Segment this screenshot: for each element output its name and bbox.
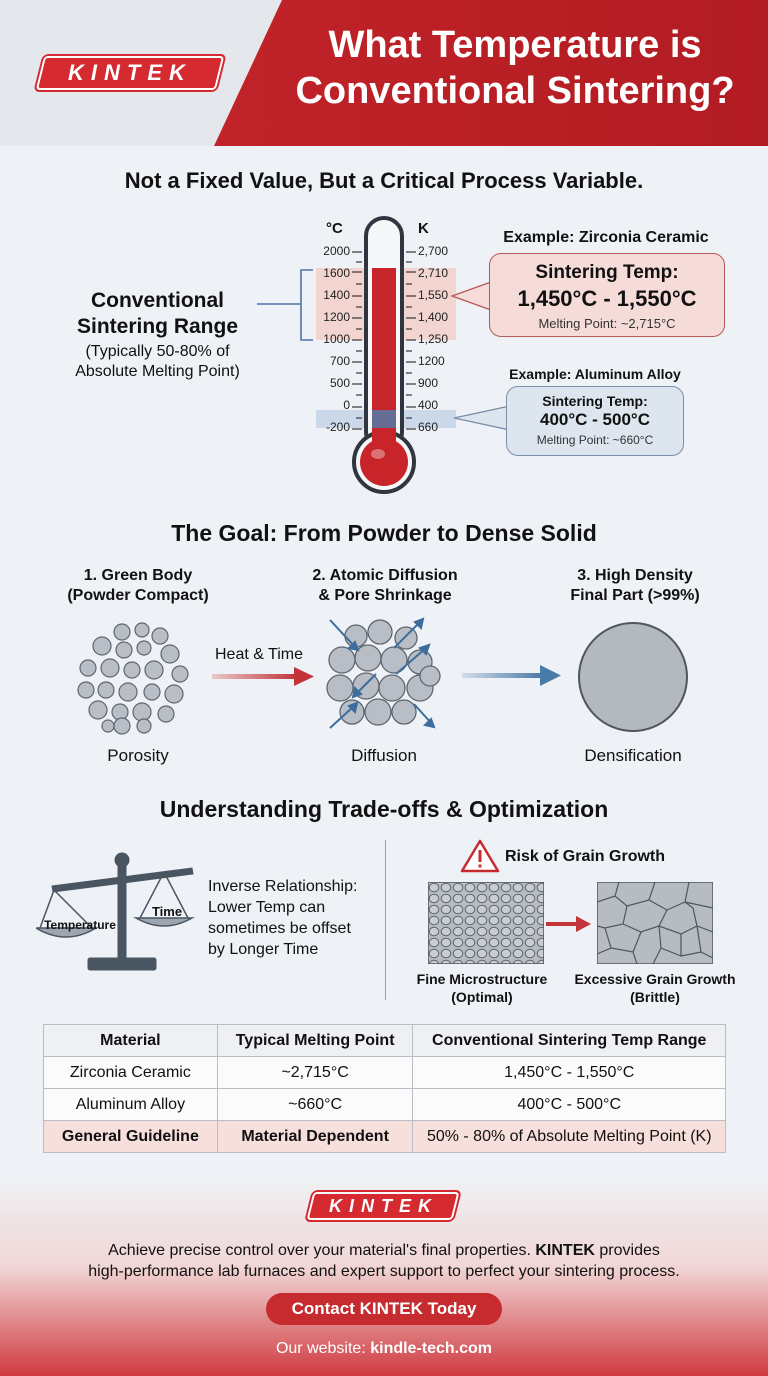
aluminum-temp-label: Sintering Temp: [542, 393, 648, 409]
page-title: What Temperature is Conventional Sinteri… [295, 24, 735, 112]
table-cell: Aluminum Alloy [43, 1088, 218, 1121]
step1-heading: 1. Green Body(Powder Compact) [67, 567, 209, 604]
footer-website: Our website: kindle-tech.com [275, 1340, 493, 1357]
aluminum-melting-point: Melting Point: ~660°C [536, 433, 654, 447]
table-row-guideline: General Guideline Material Dependent 50%… [43, 1120, 726, 1153]
zirconia-callout-pointer [450, 281, 492, 311]
powder-compact-illustration [77, 622, 189, 735]
header-banner: KINTEK What Temperature is Conventional … [0, 0, 768, 146]
sintering-range-note: (Typically 50-80% of Absolute Melting Po… [75, 343, 240, 380]
densify-arrow [462, 665, 561, 686]
table-cell: 1,450°C - 1,550°C [412, 1056, 726, 1089]
table-cell: ~660°C [216, 1088, 414, 1121]
celsius-tick-labels: 2000 1600 1400 1200 1000 700 500 0 -200 [323, 244, 350, 434]
goal-title: The Goal: From Powder to Dense Solid [171, 520, 597, 546]
table-header-row: Material Typical Melting Point Conventio… [43, 1024, 726, 1057]
zirconia-callout: Sintering Temp: 1,450°C - 1,550°C Meltin… [489, 253, 725, 337]
grain-growth-arrow [546, 916, 591, 932]
mercury-column [372, 268, 396, 468]
excessive-grain-label: Excessive Grain Growth(Brittle) [574, 971, 736, 1005]
header-red-panel [214, 0, 768, 146]
balance-scale-icon [36, 852, 195, 971]
footer-description: Achieve precise control over your materi… [88, 1242, 680, 1280]
caption-densification: Densification [584, 746, 682, 765]
section-divider [385, 840, 386, 1000]
zirconia-temp-value: 1,450°C - 1,550°C [517, 286, 697, 311]
dense-part-illustration [578, 622, 688, 732]
fine-microstructure-illustration [428, 882, 544, 964]
footer-kintek-logo: KINTEK [306, 1192, 460, 1220]
thermometer-graphic [316, 216, 456, 494]
fine-microstructure-label: Fine Microstructure(Optimal) [416, 971, 548, 1005]
intro-subtitle: Not a Fixed Value, But a Critical Proces… [124, 168, 644, 193]
inverse-relationship-text: Inverse Relationship: Lower Temp can som… [208, 878, 358, 958]
caption-porosity: Porosity [107, 746, 169, 765]
celsius-tick-marks [352, 251, 362, 430]
table-cell: General Guideline [43, 1120, 218, 1153]
coarse-grain-illustration [597, 882, 713, 964]
scale-time-label: Time [151, 904, 183, 919]
kelvin-unit: K [418, 220, 429, 237]
table-cell: ~2,715°C [216, 1056, 414, 1089]
kelvin-tick-labels: 2,700 2,710 1,550 1,400 1,250 1200 900 4… [418, 244, 449, 434]
table-row: Aluminum Alloy ~660°C 400°C - 500°C [43, 1088, 726, 1121]
zirconia-melting-point: Melting Point: ~2,715°C [538, 316, 676, 331]
range-bracket [257, 269, 313, 341]
kelvin-tick-marks [406, 251, 416, 430]
zirconia-example-heading: Example: Zirconia Ceramic [503, 229, 709, 246]
table-cell: Zirconia Ceramic [43, 1056, 218, 1089]
celsius-unit: °C [326, 220, 343, 237]
heat-arrow [212, 667, 314, 686]
caption-diffusion: Diffusion [351, 746, 417, 765]
heat-time-label: Heat & Time [214, 646, 304, 663]
sintering-range-label: Conventional Sintering Range [76, 289, 239, 338]
table-header-cell: Material [43, 1024, 218, 1057]
aluminum-callout-pointer [453, 405, 511, 431]
mercury-bulb [360, 438, 408, 486]
table-cell: 400°C - 500°C [412, 1088, 726, 1121]
bulb-highlight [371, 449, 385, 459]
website-link[interactable]: kindle-tech.com [370, 1340, 493, 1357]
table-header-cell: Conventional Sintering Temp Range [412, 1024, 726, 1057]
aluminum-callout: Sintering Temp: 400°C - 500°C Melting Po… [506, 386, 684, 456]
kintek-logo: KINTEK [35, 56, 225, 90]
mercury-low-band [372, 410, 396, 428]
aluminum-example-heading: Example: Aluminum Alloy [509, 366, 681, 382]
step2-heading: 2. Atomic Diffusion& Pore Shrinkage [312, 567, 458, 604]
zirconia-temp-label: Sintering Temp: [535, 262, 679, 283]
risk-title: Risk of Grain Growth [505, 848, 666, 865]
aluminum-temp-value: 400°C - 500°C [540, 410, 650, 429]
warning-icon [460, 839, 500, 873]
diffusion-illustration [326, 617, 441, 729]
table-cell: 50% - 80% of Absolute Melting Point (K) [412, 1120, 726, 1153]
contact-kintek-button[interactable]: Contact KINTEK Today [266, 1293, 502, 1325]
table-cell: Material Dependent [216, 1120, 414, 1153]
table-header-cell: Typical Melting Point [216, 1024, 414, 1057]
table-row: Zirconia Ceramic ~2,715°C 1,450°C - 1,55… [43, 1056, 726, 1089]
tradeoffs-title: Understanding Trade-offs & Optimization [159, 796, 609, 822]
comparison-table: Material Typical Melting Point Conventio… [43, 1024, 726, 1153]
scale-temperature-label: Temperature [44, 918, 116, 932]
